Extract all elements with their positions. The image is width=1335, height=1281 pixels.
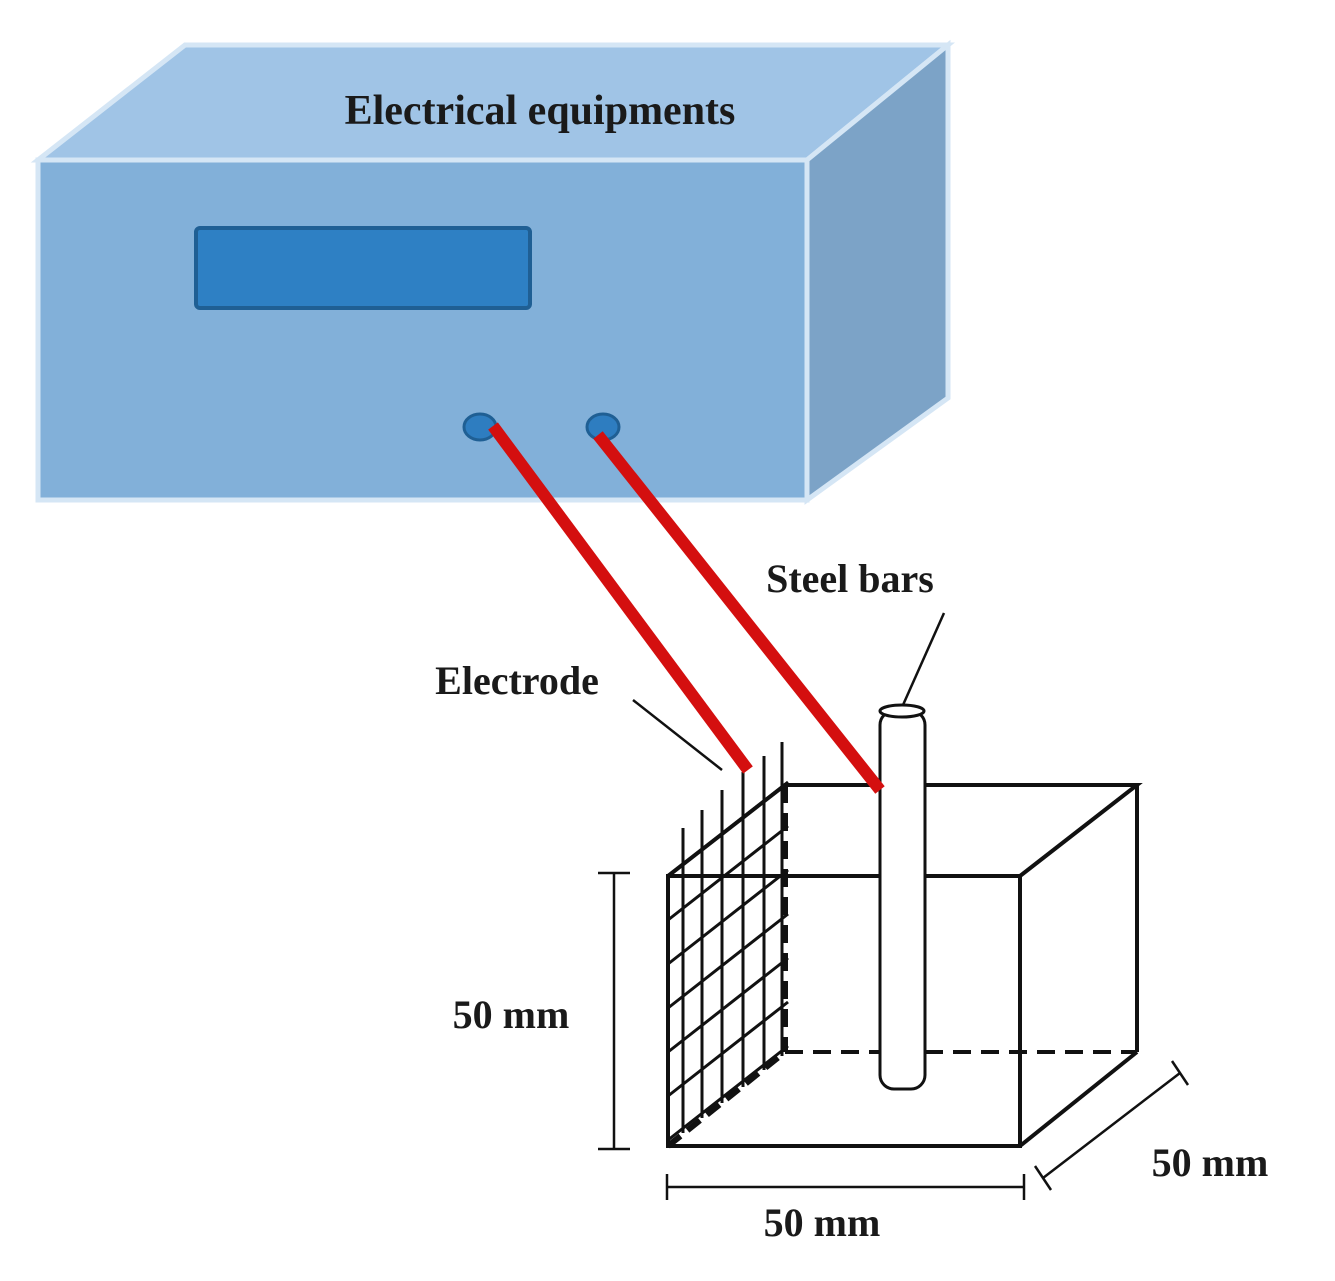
electrode-mesh — [667, 742, 789, 1142]
cube-front-face — [666, 874, 1022, 1148]
mesh-line — [667, 780, 789, 878]
electrode-leader — [632, 699, 723, 771]
dim-depth-tick — [1033, 1165, 1053, 1191]
mesh-line — [667, 868, 789, 966]
mesh-line — [667, 1000, 789, 1098]
cube-bottom-right-edge — [1018, 1050, 1139, 1148]
terminal-icon — [462, 412, 498, 442]
steel-bar-leader — [901, 612, 946, 706]
mesh-line — [667, 824, 789, 922]
steel-bar — [878, 703, 927, 1091]
steel-bars-label: Steel bars — [766, 556, 934, 601]
dim-depth-tick — [1170, 1060, 1190, 1086]
equipment-box-front — [35, 157, 810, 503]
mesh-line — [667, 956, 789, 1054]
dim-depth-line — [1042, 1072, 1181, 1179]
mesh-line — [667, 1044, 789, 1142]
leader-lines — [632, 612, 946, 771]
steel-bar-top — [878, 703, 926, 719]
equipment-display — [194, 226, 532, 310]
steel-bar-body — [878, 709, 927, 1091]
equipment-box: Electrical equipments — [30, 39, 956, 505]
electrode-label: Electrode — [435, 658, 599, 703]
cube-hidden-edge-left-bottom — [666, 1049, 787, 1149]
dim-height-label: 50 mm — [453, 992, 570, 1037]
wire-to-electrode — [488, 422, 753, 774]
dim-width-label: 50 mm — [764, 1200, 881, 1245]
wires — [488, 422, 885, 794]
mesh-line — [667, 912, 789, 1010]
dimensions — [598, 871, 1190, 1200]
wire-to-steel-bar — [593, 431, 885, 794]
dim-depth-label: 50 mm — [1152, 1140, 1269, 1185]
equipment-label: Electrical equipments — [345, 88, 736, 134]
